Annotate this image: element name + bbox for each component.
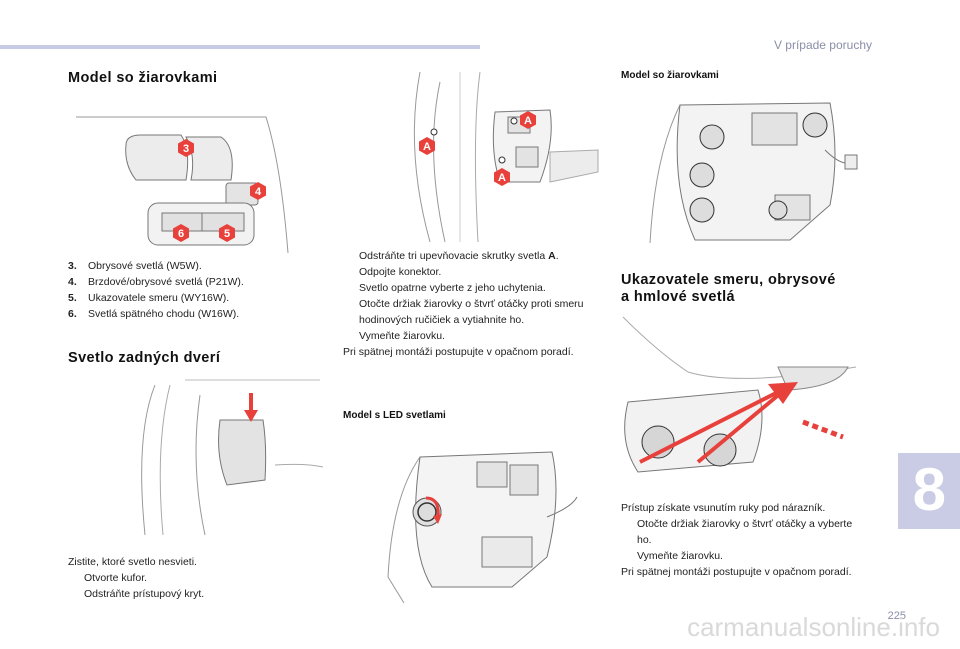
svg-text:A: A [524, 115, 532, 127]
led-heading: Model s LED svetlami [343, 410, 446, 421]
led-figure [372, 437, 597, 603]
list-item: Vymeňte žiarovku. [359, 330, 445, 342]
list-item: Odstráňte prístupový kryt. [84, 588, 205, 600]
svg-text:4: 4 [255, 186, 262, 198]
watermark: carmanualsonline.info [687, 612, 940, 642]
callout-6: 6 [172, 224, 190, 242]
closing-text: Pri spätnej montáži postupujte v opačnom… [621, 566, 852, 578]
closing-text: Pri spätnej montáži postupujte v opačnom… [343, 346, 574, 358]
section2-intro: Zistite, ktoré svetlo nesvieti. [68, 556, 197, 568]
right-text: Prístup získate vsunutím ruky pod nárazn… [621, 500, 861, 580]
callout-a-3: A [493, 168, 511, 186]
chapter-number: 8 [912, 456, 946, 523]
list-item: 4.Brzdové/obrysové svetlá (P21W). [68, 276, 244, 288]
list-item: Svetlo opatrne vyberte z jeho uchytenia. [359, 282, 546, 294]
list-item: Vymeňte žiarovku. [637, 550, 723, 562]
list-item: Otočte držiak žiarovky o štvrť otáčky a … [637, 518, 853, 546]
svg-text:6: 6 [178, 228, 184, 240]
callout-5: 5 [218, 224, 236, 242]
heading-line: a hmlové svetlá [621, 289, 735, 305]
page-number: 225 [887, 610, 906, 622]
bulb-list: 3.Obrysové svetlá (W5W). 4.Brzdové/obrys… [68, 258, 318, 322]
left-heading: Model so žiarovkami [68, 70, 218, 86]
list-item: 3.Obrysové svetlá (W5W). [68, 260, 202, 272]
section2-text: Zistite, ktoré svetlo nesvieti. Otvorte … [68, 554, 318, 602]
section2-heading: Svetlo zadných dverí [68, 350, 221, 366]
list-item: Odstráňte tri upevňovacie skrutky svetla… [359, 250, 559, 262]
callout-3: 3 [177, 139, 195, 157]
list-item: 5.Ukazovatele smeru (WY16W). [68, 292, 230, 304]
list-item: Otočte držiak žiarovky o štvrť otáčky pr… [359, 298, 584, 326]
callout-a-2: A [519, 111, 537, 129]
list-item: Odpojte konektor. [359, 266, 442, 278]
svg-text:5: 5 [224, 228, 230, 240]
middle-steps: Odstráňte tri upevňovacie skrutky svetla… [343, 248, 598, 360]
section-title: V prípade poruchy [773, 38, 872, 52]
insert-arrow-icon [244, 393, 258, 423]
bulb-holder-icon [416, 494, 442, 528]
right-section-heading: Ukazovatele smeru, obrysové a hmlové sve… [621, 272, 836, 306]
screws-figure [400, 72, 600, 244]
trunk-cover-figure [115, 375, 325, 540]
callout-a-1: A [418, 137, 436, 155]
list-item: 6.Svetlá spätného chodu (W16W). [68, 308, 240, 320]
callout-4: 4 [249, 182, 267, 200]
right-top-heading: Model so žiarovkami [621, 70, 719, 81]
heading-line: Ukazovatele smeru, obrysové [621, 272, 836, 288]
fog-light-figure [618, 312, 858, 487]
svg-text:A: A [498, 172, 506, 184]
intro-text: Prístup získate vsunutím ruky pod nárazn… [621, 502, 826, 514]
chapter-tab [898, 453, 960, 529]
taillight-rear-figure [640, 95, 860, 245]
svg-text:A: A [423, 141, 431, 153]
svg-text:3: 3 [183, 143, 189, 155]
header-rule [0, 45, 480, 49]
list-item: Otvorte kufor. [84, 572, 148, 584]
